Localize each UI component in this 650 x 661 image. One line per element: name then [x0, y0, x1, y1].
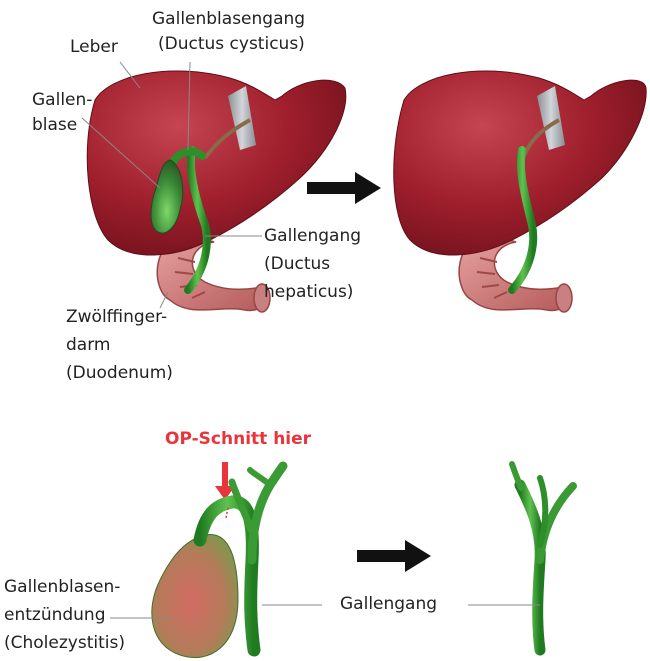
label-gallenblasen: Gallenblasen- [4, 576, 120, 599]
label-leber: Leber [70, 36, 118, 59]
label-zwoelffinger: Zwölffinger- [66, 306, 167, 329]
inflamed-gallbladder [152, 534, 238, 657]
label-entzuendung: entzündung [4, 604, 106, 627]
label-cholezystitis: (Cholezystitis) [4, 632, 125, 655]
label-hepaticus: hepaticus) [264, 281, 353, 304]
label-op-schnitt: OP-Schnitt hier [165, 428, 311, 451]
label-ductus: (Ductus [264, 253, 330, 276]
label-gallengang: Gallengang [264, 225, 361, 248]
bile-duct-bottom-right [512, 464, 573, 650]
label-duodenum: (Duodenum) [66, 362, 173, 385]
label-ductus-cysticus: (Ductus cysticus) [158, 33, 305, 56]
label-darm: darm [66, 334, 110, 357]
label-gallenblase-2: blase [32, 114, 77, 137]
label-gallengang-bottom: Gallengang [340, 593, 437, 616]
arrow-top-icon [307, 172, 381, 204]
arrow-bottom-icon [357, 540, 431, 572]
label-gallenblase-1: Gallen- [32, 89, 92, 112]
label-gallenblasengang: Gallenblasengang [152, 8, 305, 31]
